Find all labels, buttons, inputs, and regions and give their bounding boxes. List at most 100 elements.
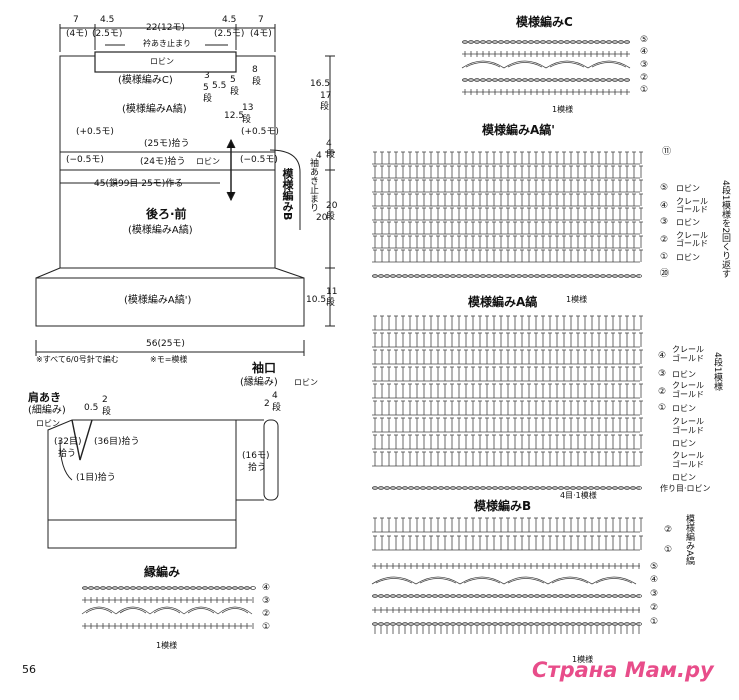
chart-a-base-st <box>564 486 570 490</box>
chart-c-row2-st <box>564 78 570 82</box>
right-dim-20: 20 <box>316 213 328 223</box>
chart-aprime-base-st <box>408 274 414 278</box>
chart-b-row-3: ③ <box>650 589 659 599</box>
chart-a-base-st <box>492 486 498 490</box>
edging-r4-st <box>196 586 202 590</box>
chart-b-r1-st <box>534 622 540 626</box>
chart-c-row5-st <box>510 40 516 44</box>
chart-b-row-2: ② <box>650 603 659 613</box>
chart-c-repeat: 1模様 <box>552 105 574 114</box>
chart-c-row2-st <box>516 78 522 82</box>
chart-aprime-color-4: クレール ゴールド <box>676 197 708 214</box>
chart-b-r3-st <box>450 594 456 598</box>
minus-right-label: (−0.5モ) <box>240 155 278 165</box>
chart-aprime-base-st <box>372 274 378 278</box>
pickup-24-label: (24モ)拾う <box>140 157 186 167</box>
chart-c-row5-st <box>594 40 600 44</box>
chart-c-row5-st <box>588 40 594 44</box>
chart-b-r3-st <box>576 594 582 598</box>
chart-aprime-base-st <box>600 274 606 278</box>
chart-c-row2-st <box>510 78 516 82</box>
chart-c-row5-st <box>540 40 546 44</box>
chart-b-r1-st <box>624 622 630 626</box>
chart-b-r1-st <box>462 622 468 626</box>
make-45-label: 45(鎖99目·25モ)作る <box>94 179 184 189</box>
edging-r4-st <box>88 586 94 590</box>
chart-aprime-base-st <box>420 274 426 278</box>
chart-aprime-base-st <box>606 274 612 278</box>
chart-b-r3-st <box>486 594 492 598</box>
chart-c-row-4: ④ <box>640 47 649 57</box>
c-dim-8: 8 <box>252 65 258 75</box>
shoulder-rows: 2 <box>102 395 108 405</box>
chart-b-arch-inner <box>419 578 457 584</box>
chart-c-row5-st <box>498 40 504 44</box>
chart-b-r1-st <box>456 622 462 626</box>
chart-c-row5-st <box>546 40 552 44</box>
chart-b-r3-st <box>558 594 564 598</box>
edging-arch-inner <box>153 608 181 614</box>
chart-b-r1-st <box>510 622 516 626</box>
chart-c-arch-inner <box>549 62 585 68</box>
edging-r4-st <box>232 586 238 590</box>
chart-c-row2-st <box>558 78 564 82</box>
chart-c-row-5: ⑤ <box>640 35 649 45</box>
chart-a-side-note: 4段1模様 <box>712 352 722 391</box>
chart-b-r1-st <box>432 622 438 626</box>
chart-c-row2-st <box>498 78 504 82</box>
edging-arch <box>115 606 151 615</box>
chart-b-r3-st <box>414 594 420 598</box>
chart-b-r3-st <box>498 594 504 598</box>
chart-a-base-st <box>504 486 510 490</box>
chart-c-row2-st <box>462 78 468 82</box>
edging-r4-st <box>226 586 232 590</box>
chart-aprime-base-st <box>528 274 534 278</box>
chart-c-row5-st <box>462 40 468 44</box>
chart-aprime-base-st <box>438 274 444 278</box>
chart-b-arch-inner <box>507 578 545 584</box>
chart-a-base-st <box>408 486 414 490</box>
chart-c-row-2: ② <box>640 73 649 83</box>
edging-r4-st <box>106 586 112 590</box>
chart-aprime-base-st <box>402 274 408 278</box>
chart-aprime-color-5: ロビン <box>676 184 700 193</box>
chart-b-r3-st <box>420 594 426 598</box>
chart-a-base-st <box>498 486 504 490</box>
chart-a-base-st <box>630 486 636 490</box>
chart-aprime-top-row: ⑪ <box>662 147 672 157</box>
chart-aprime-base-st <box>444 274 450 278</box>
chart-b-r1-st <box>636 622 642 626</box>
chart-a-row-3: ③ <box>658 369 667 379</box>
right-dim-11: 11 <box>326 287 338 297</box>
edging-row-3: ③ <box>262 596 271 606</box>
chart-b-r1-st <box>396 622 402 626</box>
chart-c-row-1: ① <box>640 85 649 95</box>
c-dim-dan2: 段 <box>230 87 240 97</box>
chart-a-base-st <box>516 486 522 490</box>
chart-b-r3-st <box>582 594 588 598</box>
c-dim-3: 3 <box>204 71 210 81</box>
cuff-sub: (縁編み) <box>240 377 278 388</box>
a-dim-13: 13 <box>242 103 254 113</box>
a-dim-125: 12.5 <box>224 111 245 121</box>
chart-b-r1-st <box>516 622 522 626</box>
edging-r4-st <box>148 586 154 590</box>
chart-aprime-base-st <box>462 274 468 278</box>
chart-a-base-st <box>426 486 432 490</box>
chart-b-r3-st <box>528 594 534 598</box>
chart-a-base-st <box>474 486 480 490</box>
chart-b-r1-st <box>450 622 456 626</box>
chart-a-base-st <box>600 486 606 490</box>
chart-b-r3-st <box>618 594 624 598</box>
page-number: 56 <box>22 663 36 676</box>
dim-25mo-left: (2.5モ) <box>92 29 123 39</box>
chart-a-base-st <box>612 486 618 490</box>
edging-r4-st <box>178 586 184 590</box>
chart-c-title: 模様編みC <box>516 15 573 29</box>
chart-c-row2-st <box>600 78 606 82</box>
chart-b-r1-st <box>564 622 570 626</box>
edging-r4-st <box>118 586 124 590</box>
a-dim-dan: 段 <box>242 115 252 125</box>
chart-a-title: 模様編みA縞 <box>468 295 538 309</box>
